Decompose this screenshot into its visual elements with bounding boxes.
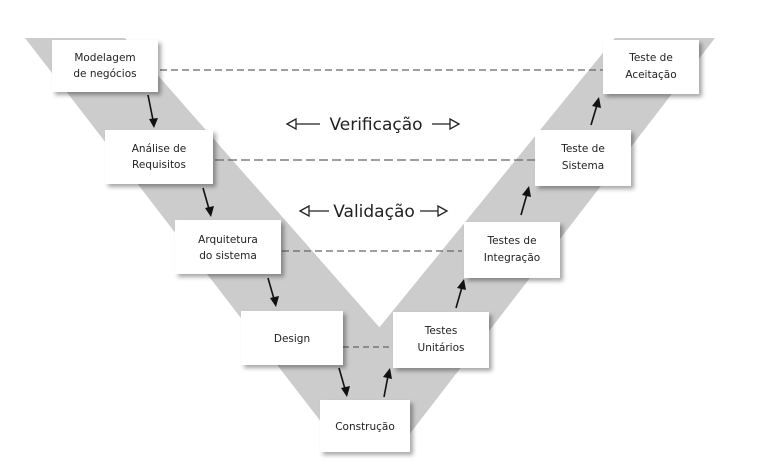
- box-design-line1: Design: [274, 333, 310, 345]
- right-arrow-icon: [432, 117, 461, 131]
- step-arrows: [147, 94, 601, 398]
- box-testes-integracao-line1: Testes de: [486, 235, 536, 247]
- box-analise-line1: Análise de: [132, 143, 187, 155]
- box-construcao: Construção: [320, 400, 410, 452]
- arrow-unitarios-integracao: [455, 279, 466, 309]
- validacao-arrow: Validação: [298, 202, 449, 222]
- box-design: Design: [241, 311, 343, 365]
- verificacao-label: Verificação: [329, 115, 422, 135]
- box-arquitetura-line1: Arquitetura: [198, 234, 258, 246]
- box-testes-integracao-line2: Integração: [484, 252, 540, 264]
- box-modelagem-line1: Modelagem: [74, 52, 135, 64]
- box-teste-sistema-line2: Sistema: [562, 160, 604, 172]
- box-testes-unitarios-line2: Unitários: [418, 342, 465, 354]
- box-testes-unitarios: Testes Unitários: [393, 312, 489, 368]
- arrow-analise-arquitetura: [202, 187, 214, 217]
- box-teste-aceitacao-line1: Teste de: [628, 52, 673, 64]
- box-testes-unitarios-line1: Testes: [424, 325, 458, 337]
- box-teste-sistema-line1: Teste de: [560, 143, 605, 155]
- box-arquitetura: Arquitetura do sistema: [175, 220, 281, 274]
- dashed-lines: [160, 69, 605, 348]
- box-arquitetura-line2: do sistema: [199, 250, 257, 262]
- arrow-construcao-unitarios: [383, 368, 392, 398]
- box-teste-sistema: Teste de Sistema: [535, 130, 631, 186]
- box-testes-integracao: Testes de Integração: [464, 222, 560, 278]
- arrow-design-construcao: [338, 367, 350, 397]
- box-teste-aceitacao: Teste de Aceitação: [603, 40, 699, 94]
- box-modelagem: Modelagem de negócios: [52, 40, 158, 92]
- left-arrow-icon: [285, 117, 320, 131]
- box-modelagem-line2: de negócios: [73, 68, 136, 80]
- validacao-label: Validação: [333, 202, 415, 222]
- box-construcao-line1: Construção: [335, 421, 395, 433]
- right-arrow-icon: [420, 204, 449, 218]
- box-analise-line2: Requisitos: [132, 159, 186, 171]
- left-arrow-icon: [298, 204, 329, 218]
- verificacao-arrow: Verificação: [285, 115, 461, 135]
- arrow-arquitetura-design: [267, 277, 279, 307]
- arrow-modelagem-analise: [147, 94, 158, 128]
- box-teste-aceitacao-line2: Aceitação: [625, 69, 676, 81]
- arrow-sistema-aceitacao: [590, 97, 601, 126]
- arrow-integracao-sistema: [520, 186, 531, 216]
- box-analise: Análise de Requisitos: [105, 130, 213, 184]
